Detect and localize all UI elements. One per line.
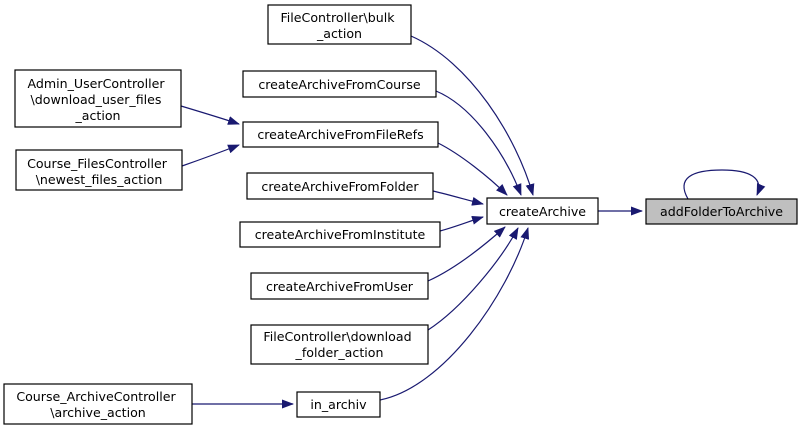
node-label: createArchiveFromFolder	[261, 179, 419, 194]
edge-create-archive-from-folder-to-create-archive	[432, 190, 484, 206]
node-label-line: _folder_action	[295, 345, 384, 360]
node-box	[250, 324, 429, 365]
edge-course-files-controller-to-create-archive-from-file-refs	[181, 144, 240, 167]
node-box	[242, 121, 439, 148]
node-label-line: _action	[316, 26, 362, 41]
node-box	[242, 70, 437, 98]
node-in-archiv[interactable]: in_archiv	[296, 391, 381, 418]
node-course-files-controller-newest-files-action[interactable]: Course_FilesController \newest_files_act…	[15, 149, 183, 191]
node-box	[250, 272, 429, 300]
node-box	[15, 149, 183, 191]
node-label-line: createArchiveFromCourse	[258, 77, 421, 92]
node-create-archive-from-institute[interactable]: createArchiveFromInstitute	[239, 221, 441, 248]
node-label: FileController\bulk _action	[280, 10, 398, 41]
node-label: createArchiveFromInstitute	[255, 227, 426, 242]
node-add-folder-to-archive: addFolderToArchive	[645, 198, 798, 225]
node-course-archive-controller-archive-action[interactable]: Course_ArchiveController \archive_action	[3, 383, 193, 425]
node-create-archive-from-user[interactable]: createArchiveFromUser	[250, 272, 429, 300]
edge-create-archive-from-file-refs-to-create-archive	[437, 142, 508, 196]
node-label: in_archiv	[310, 397, 367, 412]
node-label-line: Admin_UserController	[27, 76, 165, 91]
node-label-line: FileController\download	[263, 329, 411, 344]
node-create-archive-from-course[interactable]: createArchiveFromCourse	[242, 70, 437, 98]
node-label: Admin_UserController \download_user_file…	[27, 76, 168, 123]
node-box	[246, 172, 434, 200]
node-label-line: _action	[74, 108, 120, 123]
node-label-line: createArchiveFromInstitute	[255, 227, 426, 242]
node-label-line: Course_FilesController	[27, 156, 168, 171]
node-create-archive[interactable]: createArchive	[486, 197, 599, 225]
edge-admin-user-controller-to-create-archive-from-file-refs	[180, 105, 240, 125]
edge-in-archiv-to-create-archive	[379, 227, 530, 401]
node-label: FileController\download _folder_action	[263, 329, 415, 360]
node-box	[486, 197, 599, 225]
node-box	[14, 69, 182, 128]
node-label: createArchiveFromFileRefs	[257, 127, 423, 142]
node-label: createArchive	[499, 204, 586, 219]
node-label-line: FileController\bulk	[280, 10, 395, 25]
node-label: createArchiveFromCourse	[258, 77, 421, 92]
node-label-line: addFolderToArchive	[660, 204, 783, 219]
node-create-archive-from-file-refs[interactable]: createArchiveFromFileRefs	[242, 121, 439, 148]
node-label-line: createArchiveFromUser	[266, 279, 414, 294]
node-file-controller-download-folder-action[interactable]: FileController\download _folder_action	[250, 324, 429, 365]
node-label-line: createArchive	[499, 204, 586, 219]
node-admin-user-controller-download-user-files-action[interactable]: Admin_UserController \download_user_file…	[14, 69, 182, 128]
edge-create-archive-from-course-to-create-archive	[435, 90, 522, 196]
edge-file-controller-download-folder-action-to-create-archive	[427, 227, 519, 331]
edge-create-archive-from-institute-to-create-archive	[439, 215, 484, 232]
node-box	[296, 391, 381, 418]
node-label-line: \download_user_files	[31, 92, 162, 107]
node-box	[239, 221, 441, 248]
node-label: Course_ArchiveController \archive_action	[16, 389, 179, 420]
node-label-line: \archive_action	[50, 405, 146, 420]
node-label-line: createArchiveFromFileRefs	[257, 127, 423, 142]
node-box	[3, 383, 193, 425]
node-create-archive-from-folder[interactable]: createArchiveFromFolder	[246, 172, 434, 200]
edge-file-controller-bulk-action-to-create-archive	[410, 35, 535, 196]
node-label-line: Course_ArchiveController	[16, 389, 176, 404]
node-box-highlighted	[645, 198, 798, 225]
node-box	[267, 4, 412, 45]
node-label: createArchiveFromUser	[266, 279, 414, 294]
node-label-line: createArchiveFromFolder	[261, 179, 419, 194]
edge-add-folder-to-archive-self-loop	[683, 169, 766, 200]
edge-create-archive-from-user-to-create-archive	[427, 226, 506, 282]
node-label: Course_FilesController \newest_files_act…	[27, 156, 171, 187]
node-label: addFolderToArchive	[660, 204, 783, 219]
node-label-line: in_archiv	[310, 397, 367, 412]
node-label-line: \newest_files_action	[36, 172, 163, 187]
node-file-controller-bulk-action[interactable]: FileController\bulk _action	[267, 4, 412, 45]
